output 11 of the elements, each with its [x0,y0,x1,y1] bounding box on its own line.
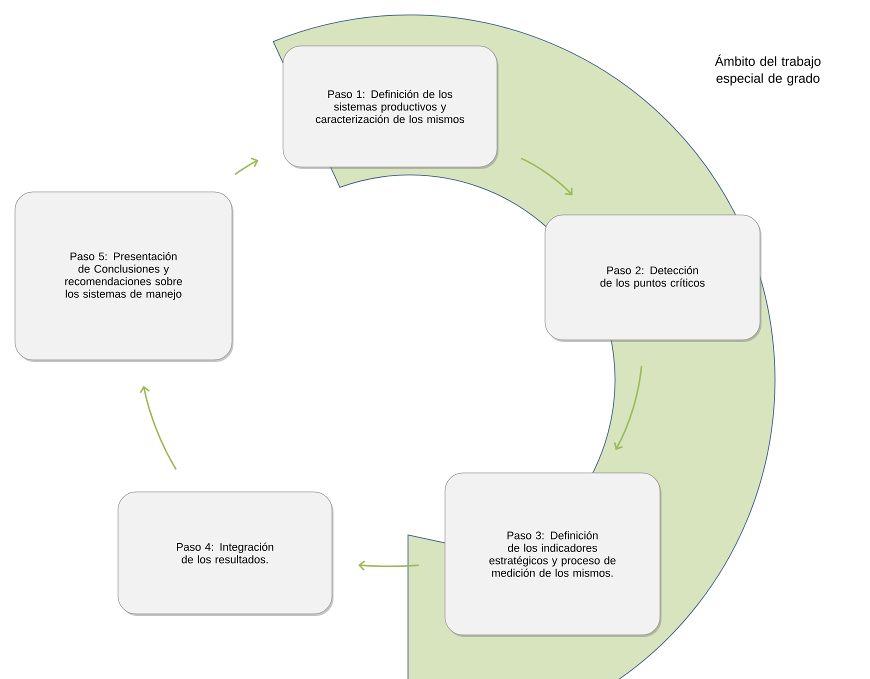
arrow [140,386,177,470]
process-box: Paso 2: Detección de los puntos críticos [544,214,762,342]
process-box: Paso 5: Presentación de Conclusiones y recomendaciones sobre los sistemas de manejo [14,192,234,362]
process-box: Paso 3: Definición de los indicadores estratégicos y proceso de medición de los mismos. [444,472,662,637]
arrow [614,366,642,450]
arrow [358,560,419,571]
process-box: Paso 4: Integración de los resultados. [118,492,334,616]
arrow [234,158,258,176]
scope-label: Ámbito del trabajo especial de grado [714,54,821,86]
process-box: Paso 1: Definición de los sistemas productivos y caracterización de los mismos [282,46,498,169]
arrow [520,158,573,196]
